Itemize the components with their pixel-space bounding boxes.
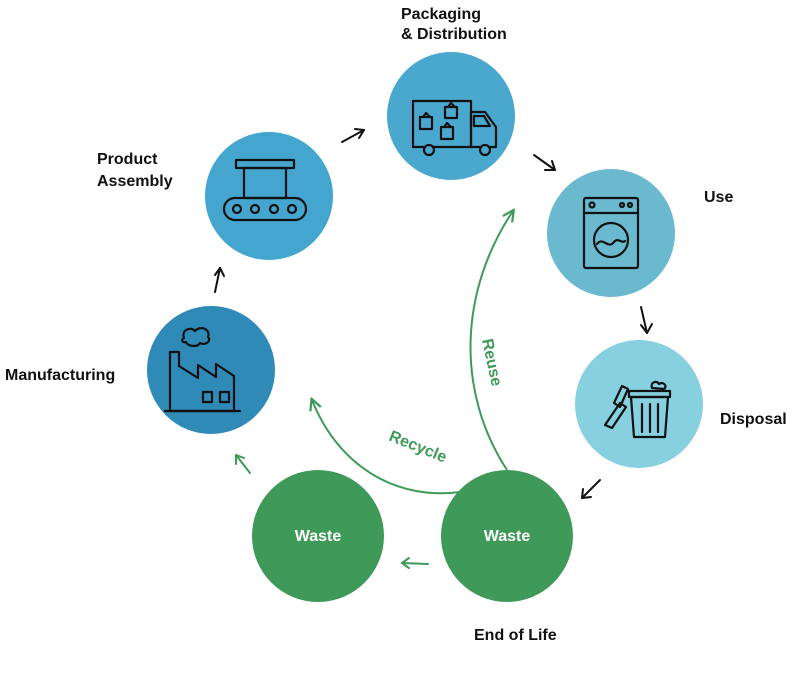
trash-can-icon — [603, 380, 672, 439]
end-of-life-circle-label: Waste — [484, 528, 531, 545]
packaging-label-line1: Packaging — [401, 6, 481, 23]
arrow-waste-to-manufacturing — [235, 454, 251, 474]
use-circle — [547, 169, 675, 297]
end-of-life-caption: End of Life — [474, 627, 557, 644]
green-arrows — [235, 454, 429, 569]
recycle-arrow — [312, 400, 461, 495]
arrow-disposal-to-eol — [581, 479, 601, 499]
reuse-label: Reuse — [478, 337, 505, 388]
use-label: Use — [704, 189, 733, 206]
factory-icon — [163, 327, 242, 413]
arrow-use-to-disposal — [640, 306, 653, 334]
product-assembly-label-line2: Assembly — [97, 173, 173, 190]
washing-machine-icon — [582, 196, 640, 270]
disposal-label: Disposal — [720, 411, 787, 428]
arrow-assembly-to-packaging — [341, 128, 365, 143]
product-assembly-label-line1: Product — [97, 151, 158, 168]
arrow-manufacturing-to-assembly — [214, 267, 225, 293]
packaging-label-line2: & Distribution — [401, 26, 507, 43]
product-assembly-circle — [205, 132, 333, 260]
packaging-circle — [387, 52, 515, 180]
waste-circle-label: Waste — [295, 528, 342, 545]
reuse-arrow — [469, 211, 513, 471]
waste-circle — [252, 470, 384, 602]
delivery-truck-icon — [411, 99, 498, 157]
cycle-arrows — [214, 128, 653, 499]
end-of-life-circle — [441, 470, 573, 602]
manufacturing-circle — [147, 306, 275, 434]
manufacturing-label: Manufacturing — [5, 367, 115, 384]
conveyor-belt-icon — [222, 158, 308, 222]
arrow-packaging-to-use — [533, 154, 556, 171]
disposal-circle — [575, 340, 703, 468]
arrow-eol-to-waste — [401, 557, 429, 569]
recycle-label: Recycle — [387, 428, 450, 466]
